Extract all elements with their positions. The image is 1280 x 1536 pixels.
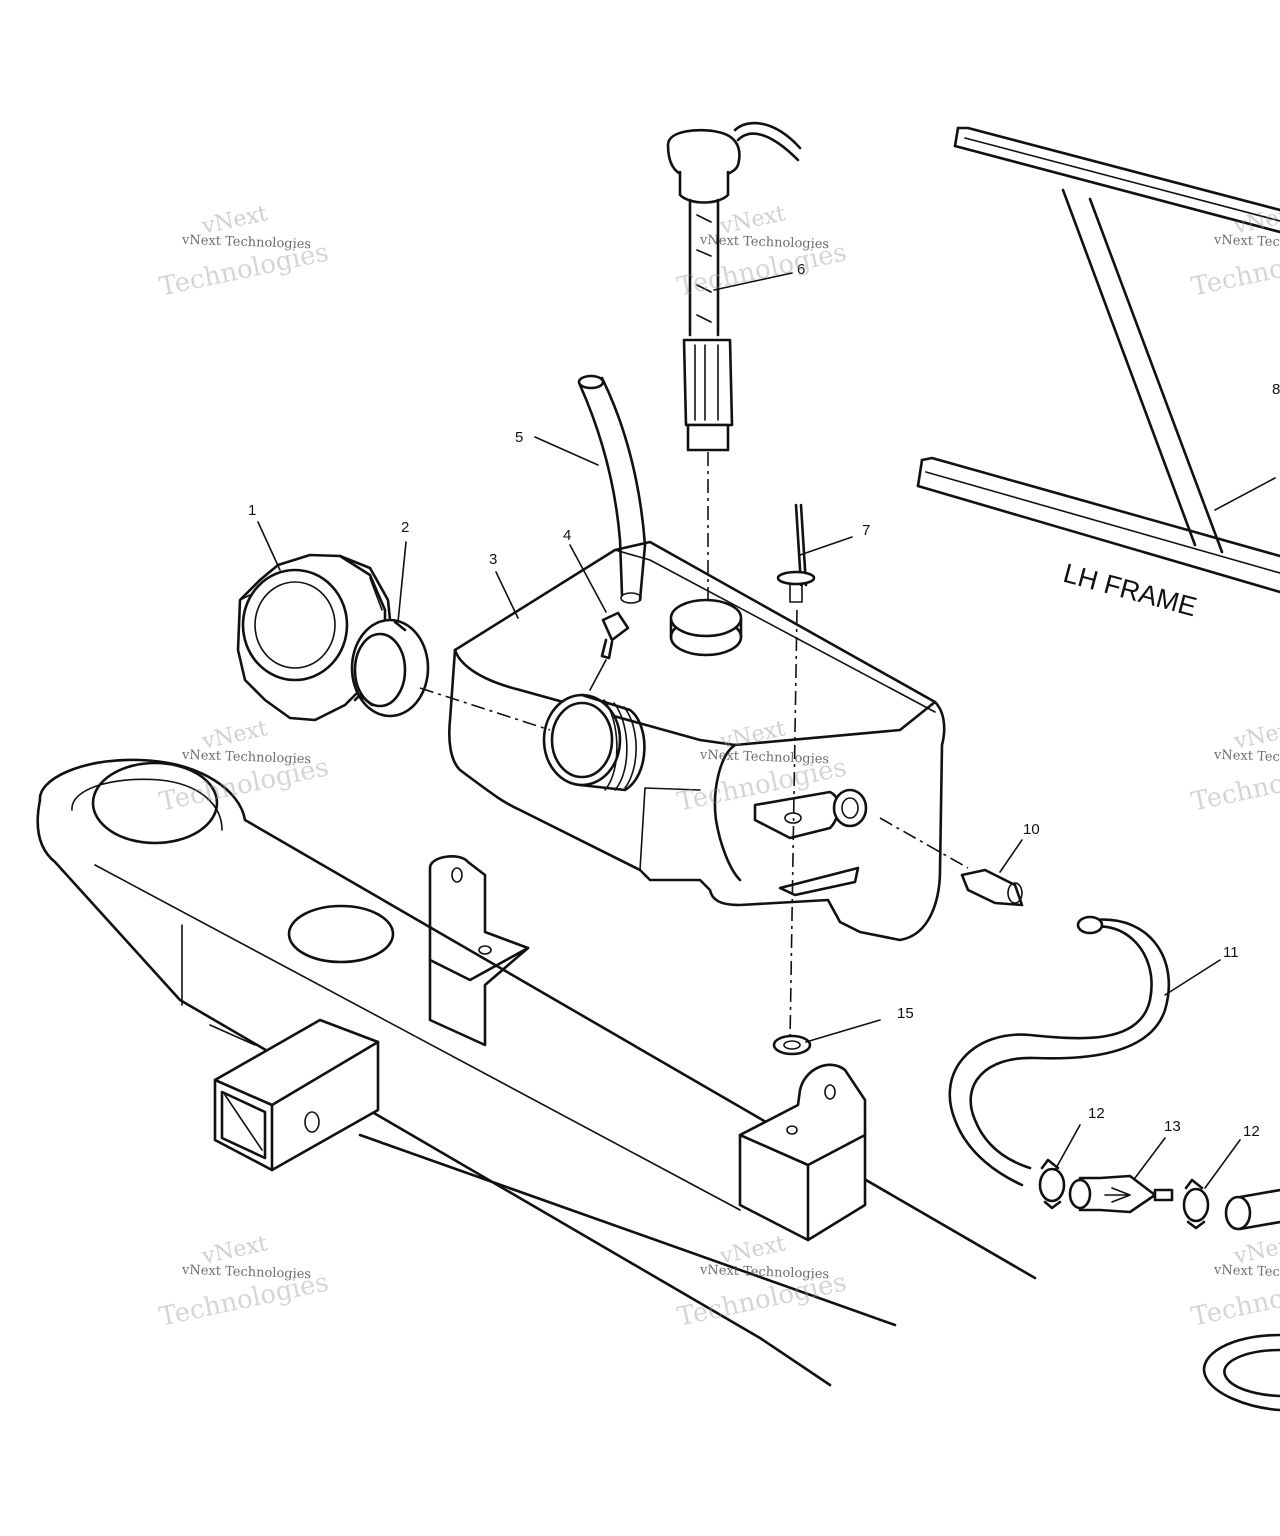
oil-hose: [948, 915, 1171, 1187]
assembly-lines: [419, 659, 607, 731]
callout-11: 11: [1223, 944, 1239, 961]
tank-bolt: [776, 503, 816, 1041]
leader-lines: [257, 272, 1241, 1189]
hose-clamp-2: [1182, 1178, 1210, 1230]
breather-hose: [577, 374, 647, 604]
oil-tank: [448, 540, 946, 942]
callout-13: 13: [1164, 1118, 1181, 1135]
lh-frame: [916, 126, 1280, 594]
callout-15: 15: [897, 1005, 914, 1022]
callout-12a: 12: [1088, 1105, 1105, 1122]
hose-clamp-1: [1038, 1158, 1066, 1210]
washer: [772, 1034, 812, 1056]
tank-bracket-right: [738, 1063, 867, 1242]
main-frame-rail: [36, 758, 1037, 1387]
callout-1: 1: [248, 502, 257, 519]
outlet-hose: [1202, 1188, 1280, 1412]
callout-10: 10: [1023, 821, 1040, 838]
callout-7: 7: [862, 522, 871, 539]
callout-3: 3: [489, 551, 498, 568]
callout-5: 5: [515, 429, 524, 446]
callout-6: 6: [797, 261, 806, 278]
inline-filter: [1068, 1174, 1174, 1214]
outlet-fitting: [879, 817, 1024, 907]
callout-12b: 12: [1243, 1123, 1260, 1140]
square-tube: [213, 1018, 380, 1172]
cap-gasket: [350, 618, 430, 718]
level-sensor: [666, 121, 802, 600]
callout-4: 4: [563, 527, 572, 544]
callout-8: 8: [1272, 381, 1280, 398]
hose-fitting: [600, 611, 630, 660]
callout-2: 2: [401, 519, 410, 536]
tank-bracket-left: [428, 855, 530, 1047]
